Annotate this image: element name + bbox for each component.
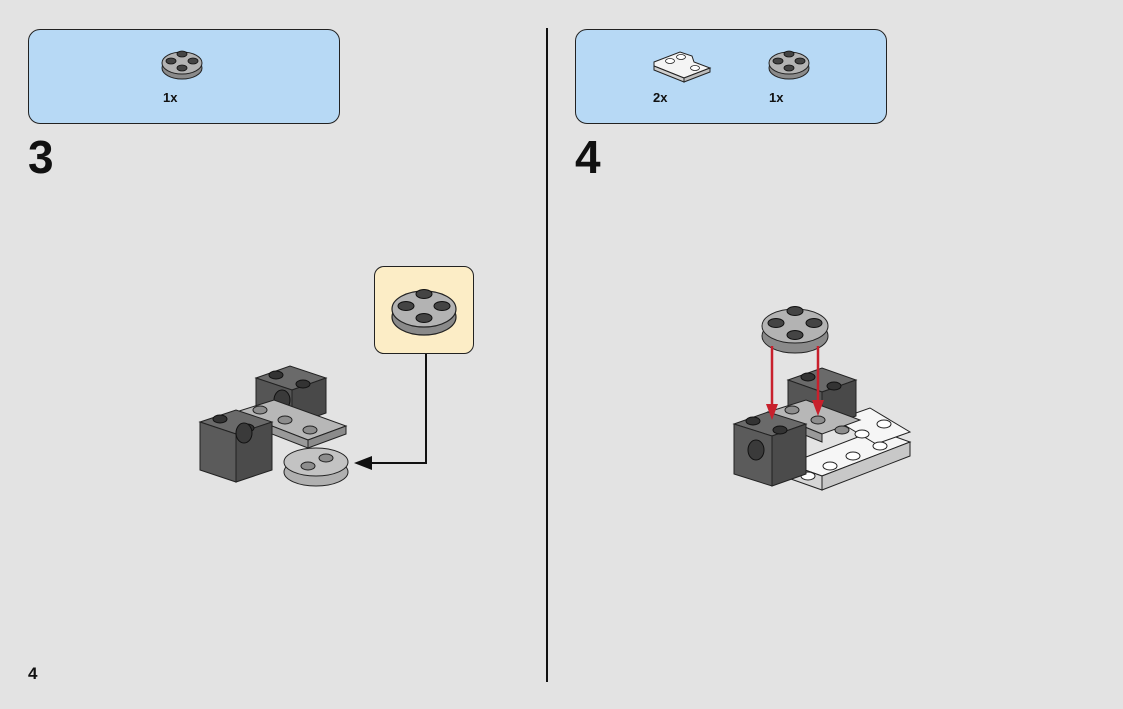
page-number: 4: [28, 664, 37, 684]
step4-front-dark-brick: [734, 412, 806, 486]
